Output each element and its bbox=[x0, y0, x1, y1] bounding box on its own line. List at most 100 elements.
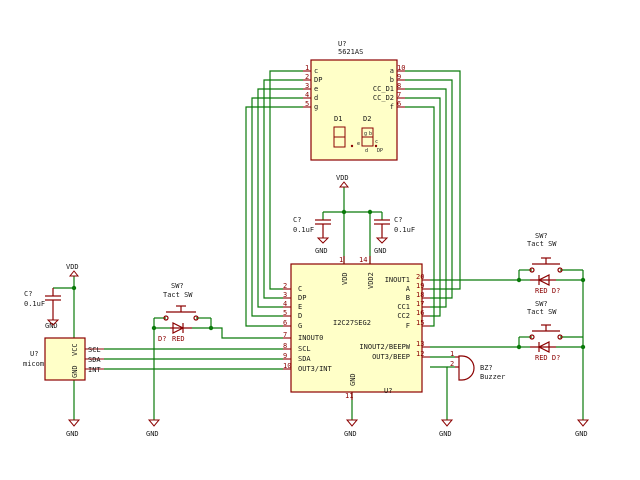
display-pin-label: d bbox=[314, 94, 318, 102]
sw-left-ref: SW? bbox=[171, 282, 184, 290]
seg-d-label: d bbox=[365, 148, 368, 154]
driver-pin-number: 3 bbox=[283, 291, 287, 299]
display-pin-number: 5 bbox=[305, 100, 309, 108]
mcu-sda-label: SDA bbox=[88, 356, 101, 364]
display-pin-label: b bbox=[390, 76, 394, 84]
driver-pin-label: E bbox=[298, 303, 302, 311]
driver-pin-label: DP bbox=[298, 294, 306, 302]
ground-label: GND bbox=[66, 430, 79, 438]
ground-icon bbox=[147, 419, 161, 427]
ground-label: GND bbox=[439, 430, 452, 438]
display-pin-number: 2 bbox=[305, 73, 309, 81]
buzzer-pin2: 2 bbox=[450, 360, 454, 368]
driver-pin-number: 8 bbox=[283, 342, 287, 350]
cap-mcu-gnd-label: GND bbox=[45, 322, 58, 330]
seg-g-label: g bbox=[364, 131, 367, 137]
display-pin-number: 3 bbox=[305, 82, 309, 90]
driver-pin-number: 20 bbox=[416, 273, 424, 281]
led-left-val: RED bbox=[172, 335, 185, 343]
driver-pin-number: 6 bbox=[283, 319, 287, 327]
switch-right-2[interactable]: SW? Tact SW RED D? bbox=[527, 300, 563, 362]
mcu-int-label: INT bbox=[88, 366, 101, 374]
capacitor-vdd2[interactable]: C? 0.1uF GND bbox=[374, 216, 415, 255]
display-pin-number: 6 bbox=[397, 100, 401, 108]
display-pin-label: a bbox=[390, 67, 394, 75]
driver-pin-number: 13 bbox=[416, 340, 424, 348]
switch-left[interactable]: SW? Tact SW D? RED bbox=[158, 282, 199, 343]
sw-r2-val: Tact SW bbox=[527, 308, 557, 316]
mcu-part: micom bbox=[23, 360, 44, 368]
display-pin-number: 8 bbox=[397, 82, 401, 90]
ground-icon bbox=[46, 319, 60, 326]
digit1-icon bbox=[333, 126, 354, 148]
wires bbox=[53, 70, 584, 420]
seg-c-label: c bbox=[375, 139, 378, 145]
vdd-symbol-mcu: VDD bbox=[66, 263, 80, 277]
cap-vdd2-gnd-label: GND bbox=[374, 247, 387, 255]
display-pin-label: CC_D1 bbox=[373, 85, 394, 93]
buzzer-component[interactable]: 1 2 BZ? Buzzer bbox=[450, 350, 505, 381]
driver-pin-label: CC1 bbox=[397, 303, 410, 311]
driver-pin-number: 7 bbox=[283, 331, 287, 339]
switch-right-1[interactable]: SW? Tact SW RED D? bbox=[527, 232, 563, 295]
driver-pin-label: A bbox=[406, 285, 411, 293]
seg-dp-label: DP bbox=[377, 148, 383, 154]
mcu-vcc-label: VCC bbox=[71, 343, 79, 356]
capacitor-mcu[interactable]: C? 0.1uF GND bbox=[24, 288, 61, 330]
driver-pin-label: INOUT2/BEEPW bbox=[359, 343, 410, 351]
driver-gnd-label: GND bbox=[349, 373, 357, 386]
cap-vdd-val: 0.1uF bbox=[293, 226, 314, 234]
display-pin-number: 10 bbox=[397, 64, 405, 72]
ground-symbols: GND GND GND GND GND bbox=[46, 237, 590, 438]
cap-mcu-val: 0.1uF bbox=[24, 300, 45, 308]
driver-pin-label: SCL bbox=[298, 345, 311, 353]
driver-pin-label: F bbox=[406, 322, 410, 330]
driver-right-pins: 20INOUT119A18B17CC116CC215F13INOUT2/BEEP… bbox=[359, 273, 430, 361]
driver-pin-label: INOUT0 bbox=[298, 334, 323, 342]
driver-pin-label: OUT3/BEEP bbox=[372, 353, 410, 361]
cap-vdd2-ref: C? bbox=[394, 216, 402, 224]
mcu-component[interactable]: U? micom VCC GND SCL SDA INT bbox=[23, 337, 104, 381]
driver-pin-number: 12 bbox=[416, 350, 424, 358]
vdd-mcu-label: VDD bbox=[66, 263, 79, 271]
driver-pin-label: C bbox=[298, 285, 302, 293]
sw-r1-val: Tact SW bbox=[527, 240, 557, 248]
mcu-gnd-label: GND bbox=[71, 365, 79, 378]
digit2-icon: g b e c d DP bbox=[357, 127, 383, 154]
junctions bbox=[71, 209, 586, 350]
driver-pin-label: INOUT1 bbox=[385, 276, 410, 284]
display-pin-number: 4 bbox=[305, 91, 309, 99]
ground-icon bbox=[576, 419, 590, 427]
ground-icon bbox=[440, 419, 454, 427]
driver-pin-label: G bbox=[298, 322, 302, 330]
ground-label: GND bbox=[575, 430, 588, 438]
driver-pin-number: 19 bbox=[416, 282, 424, 290]
driver-pin-number: 15 bbox=[416, 319, 424, 327]
display-pin-label: DP bbox=[314, 76, 322, 84]
driver-pin-number: 10 bbox=[283, 362, 291, 370]
cap-vdd2-val: 0.1uF bbox=[394, 226, 415, 234]
ground-icon bbox=[316, 237, 330, 244]
driver-pin-number: 9 bbox=[283, 352, 287, 360]
ground-label: GND bbox=[146, 430, 159, 438]
mcu-scl-label: SCL bbox=[88, 346, 101, 354]
capacitor-vdd[interactable]: C? 0.1uF GND bbox=[293, 216, 331, 255]
display-pin-number: 1 bbox=[305, 64, 309, 72]
mcu-ref: U? bbox=[30, 350, 38, 358]
display-part: 5621AS bbox=[338, 48, 363, 56]
driver-pin-number: 2 bbox=[283, 282, 287, 290]
cap-vdd-ref: C? bbox=[293, 216, 301, 224]
sw-r1-ref: SW? bbox=[535, 232, 548, 240]
driver-pin-label: B bbox=[406, 294, 410, 302]
ground-icon bbox=[375, 237, 389, 244]
seg-b-label: b bbox=[369, 131, 372, 137]
led-r1-label: RED D? bbox=[535, 287, 560, 295]
led-left-ref: D? bbox=[158, 335, 166, 343]
driver-pin-number: 4 bbox=[283, 300, 287, 308]
driver-vdd-label: VDD bbox=[341, 272, 349, 285]
